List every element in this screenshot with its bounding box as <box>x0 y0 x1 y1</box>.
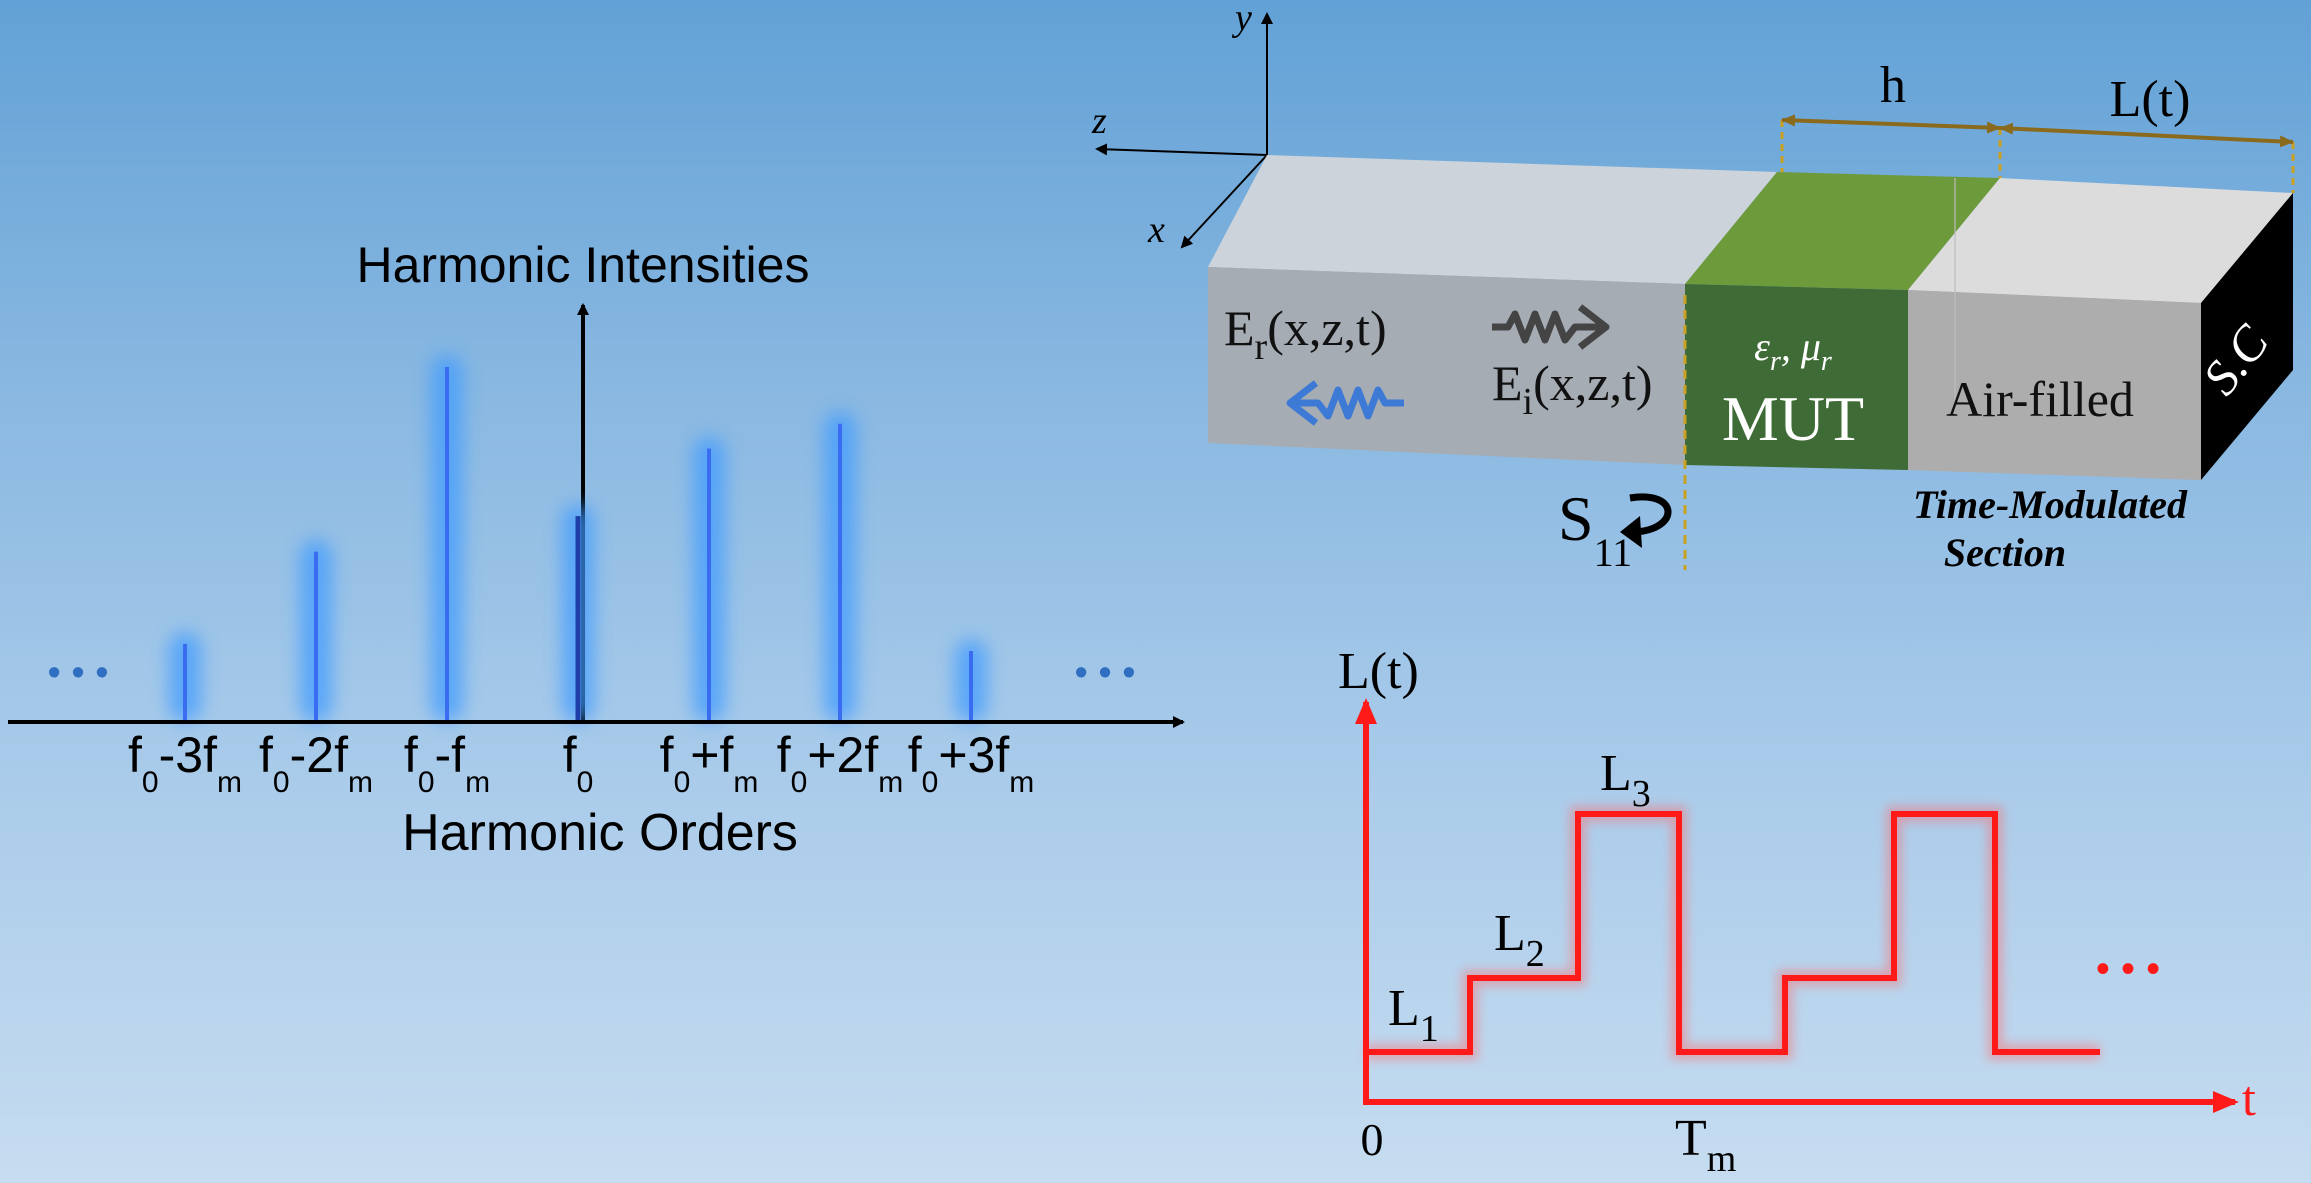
harmonic-tick-label: f0-fm <box>404 727 490 799</box>
short-circuit-end <box>2201 193 2293 480</box>
step-waveform <box>1366 811 2100 1055</box>
reflected-wave-arrow <box>1286 380 1404 426</box>
step-ellipsis: • • • <box>2096 947 2160 991</box>
h-label: h <box>1880 57 1906 114</box>
harmonic-tick-label: f0-2fm <box>259 727 373 799</box>
axis-z-label: z <box>1091 100 1107 142</box>
waveguide-top-right <box>1908 178 2293 303</box>
time-modulated-label: Time-Modulated <box>1913 482 2188 527</box>
incident-field-label: Ei(x,z,t) <box>1492 355 1653 423</box>
step-ylabel: L(t) <box>1338 643 1419 700</box>
axis-y-label: y <box>1231 0 1252 39</box>
s11-label: S11 <box>1558 483 1632 575</box>
harmonic-tick-label: f0+3fm <box>908 727 1035 799</box>
mut-parameters: εr, μr <box>1754 324 1832 377</box>
lt-label: L(t) <box>2110 71 2191 128</box>
level-l1: L1 <box>1388 980 1439 1050</box>
mut-label: MUT <box>1722 383 1864 454</box>
step-modulation-plot: L(t) t 0 Tm L1 L2 L3 • • • <box>1338 643 2256 1180</box>
axis-x-label: x <box>1147 209 1165 251</box>
step-xlabel: t <box>2242 1070 2256 1126</box>
waveguide-front-right <box>1908 290 2201 480</box>
harmonic-bars <box>169 355 987 722</box>
incident-wave-arrow <box>1492 304 1610 350</box>
step-origin: 0 <box>1361 1114 1384 1165</box>
harmonic-tick-label: f0+2fm <box>777 727 904 799</box>
section-label: Section <box>1944 530 2066 575</box>
axis-label-harmonic-orders: Harmonic Orders <box>402 804 798 862</box>
period-label: Tm <box>1675 1110 1736 1180</box>
harmonic-tick-label: f0 <box>563 727 594 799</box>
mut-top-face <box>1685 172 2000 290</box>
coordinate-axes: y z x <box>1091 0 1273 251</box>
harmonic-tick-label: f0-3fm <box>128 727 242 799</box>
air-filled-label: Air-filled <box>1946 371 2134 427</box>
ellipsis-right: • • • <box>1074 652 1135 694</box>
mut-front-face <box>1685 284 1908 470</box>
level-l3: L3 <box>1600 745 1651 815</box>
reflected-field-label: Er(x,z,t) <box>1224 300 1387 368</box>
waveguide-diagram: y z x S.C h L(t) Er(x,z,t) <box>1091 0 2295 575</box>
h-dimension <box>1781 114 2001 134</box>
s11-reflection-arrow <box>1620 493 1672 548</box>
waveguide-top-left <box>1208 155 1777 284</box>
ellipsis-left: • • • <box>47 652 108 694</box>
harmonic-tick-label: f0+fm <box>660 727 759 799</box>
lt-dimension <box>1999 122 2294 148</box>
spectrum-title: Harmonic Intensities <box>357 237 810 293</box>
level-l2: L2 <box>1494 905 1545 975</box>
